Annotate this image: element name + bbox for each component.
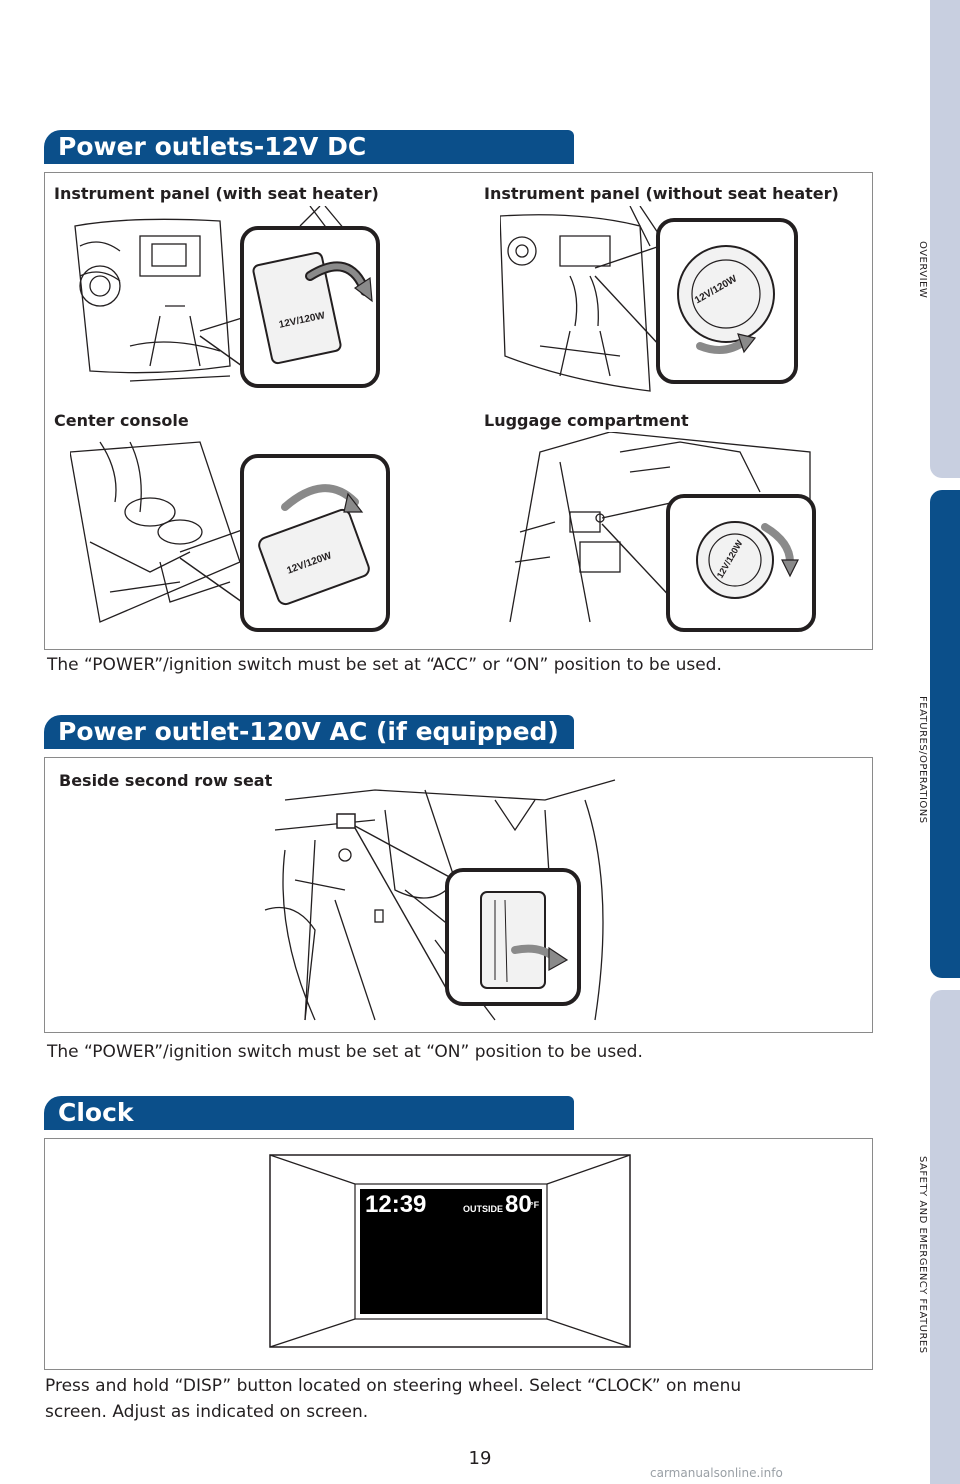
power-outlets-12v-note: The “POWER”/ignition switch must be set … [47,655,722,675]
label-beside-second-row-seat: Beside second row seat [59,771,273,790]
second-row-seat-illustration [264,779,616,1021]
clock-display-illustration [269,1154,631,1348]
label-luggage-compartment: Luggage compartment [484,411,689,430]
power-outlet-120v-note: The “POWER”/ignition switch must be set … [47,1042,643,1062]
instrument-panel-without-heater-illustration: 12V/120W [500,206,798,392]
outside-label: OUTSIDE [463,1204,504,1214]
label-instrument-panel-with-heater: Instrument panel (with seat heater) [54,184,379,203]
side-tab-overview[interactable] [930,0,960,478]
instrument-panel-with-heater-illustration: 12V/120W [74,206,380,388]
luggage-compartment-illustration: 12V/120W [509,432,816,632]
side-label-overview: OVERVIEW [917,241,928,299]
clock-note-line-1: Press and hold “DISP” button located on … [45,1376,742,1396]
section-title-clock: Clock [44,1096,574,1130]
section-title-power-outlets-12v: Power outlets-12V DC [44,130,574,164]
side-label-features: FEATURES/OPERATIONS [917,696,928,824]
side-tab-safety[interactable] [930,990,960,1484]
section-title-power-outlet-120v: Power outlet-120V AC (if equipped) [44,715,574,749]
watermark: carmanualsonline.info [650,1466,783,1480]
label-instrument-panel-without-heater: Instrument panel (without seat heater) [484,184,839,203]
page-number: 19 [468,1448,492,1469]
side-label-safety: SAFETY AND EMERGENCY FEATURES [917,1156,928,1354]
clock-time: 12:39 [365,1191,427,1218]
center-console-illustration: 12V/120W [70,441,390,632]
label-center-console: Center console [54,411,189,430]
clock-note-line-2: screen. Adjust as indicated on screen. [45,1402,369,1422]
side-tab-features[interactable] [930,490,960,978]
temperature-unit: °F [530,1200,540,1210]
outside-temperature: 80 [505,1191,532,1218]
